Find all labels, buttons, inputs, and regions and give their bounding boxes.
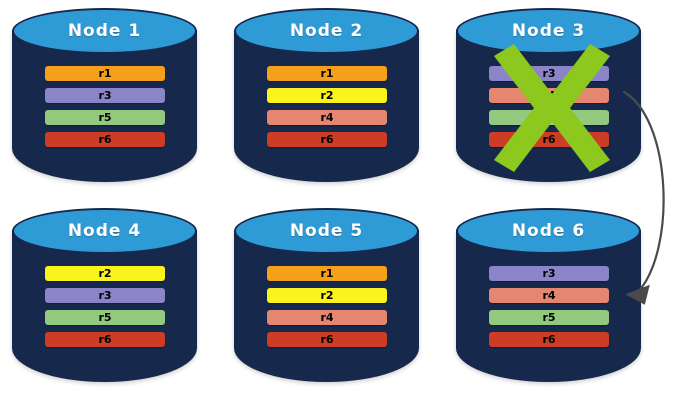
node-cylinder-3[interactable]: Node 3 r3 r4 r5 r6 bbox=[456, 8, 641, 193]
replica-bar[interactable]: r1 bbox=[45, 66, 165, 81]
replica-bar[interactable]: r2 bbox=[45, 266, 165, 281]
cylinder-body bbox=[456, 230, 641, 382]
replica-bar[interactable]: r5 bbox=[489, 110, 609, 125]
replica-bar[interactable]: r4 bbox=[267, 110, 387, 125]
replica-bar[interactable]: r3 bbox=[489, 266, 609, 281]
replica-bar[interactable]: r5 bbox=[45, 310, 165, 325]
cylinder-body bbox=[234, 30, 419, 182]
replica-bar[interactable]: r6 bbox=[45, 332, 165, 347]
replica-bar[interactable]: r1 bbox=[267, 66, 387, 81]
replica-bar[interactable]: r5 bbox=[489, 310, 609, 325]
replica-bar[interactable]: r3 bbox=[489, 66, 609, 81]
replica-bar[interactable]: r6 bbox=[267, 132, 387, 147]
cylinder-body bbox=[12, 30, 197, 182]
replica-bar[interactable]: r6 bbox=[267, 332, 387, 347]
replica-bar[interactable]: r3 bbox=[45, 88, 165, 103]
replica-bar[interactable]: r3 bbox=[45, 288, 165, 303]
replica-bar[interactable]: r6 bbox=[45, 132, 165, 147]
replica-list: r3 r4 r5 r6 bbox=[489, 66, 609, 147]
cylinder-top bbox=[12, 8, 197, 54]
replica-bar[interactable]: r6 bbox=[489, 332, 609, 347]
cylinder-body bbox=[234, 230, 419, 382]
replica-bar[interactable]: r2 bbox=[267, 88, 387, 103]
node-cylinder-1[interactable]: Node 1 r1 r3 r5 r6 bbox=[12, 8, 197, 193]
replica-bar[interactable]: r2 bbox=[267, 288, 387, 303]
cylinder-top bbox=[234, 8, 419, 54]
replica-bar[interactable]: r6 bbox=[489, 132, 609, 147]
cylinder-top bbox=[12, 208, 197, 254]
replica-bar[interactable]: r4 bbox=[489, 88, 609, 103]
replica-bar[interactable]: r5 bbox=[45, 110, 165, 125]
cylinder-top bbox=[456, 8, 641, 54]
replica-list: r1 r2 r4 r6 bbox=[267, 66, 387, 147]
cylinder-top bbox=[456, 208, 641, 254]
replica-list: r1 r2 r4 r6 bbox=[267, 266, 387, 347]
replica-bar[interactable]: r4 bbox=[267, 310, 387, 325]
node-cylinder-6[interactable]: Node 6 r3 r4 r5 r6 bbox=[456, 208, 641, 393]
cylinder-top bbox=[234, 208, 419, 254]
node-cylinder-4[interactable]: Node 4 r2 r3 r5 r6 bbox=[12, 208, 197, 393]
replica-list: r3 r4 r5 r6 bbox=[489, 266, 609, 347]
replica-list: r2 r3 r5 r6 bbox=[45, 266, 165, 347]
node-cylinder-5[interactable]: Node 5 r1 r2 r4 r6 bbox=[234, 208, 419, 393]
node-cylinder-2[interactable]: Node 2 r1 r2 r4 r6 bbox=[234, 8, 419, 193]
replica-bar[interactable]: r1 bbox=[267, 266, 387, 281]
replica-list: r1 r3 r5 r6 bbox=[45, 66, 165, 147]
replica-bar[interactable]: r4 bbox=[489, 288, 609, 303]
cylinder-body bbox=[12, 230, 197, 382]
